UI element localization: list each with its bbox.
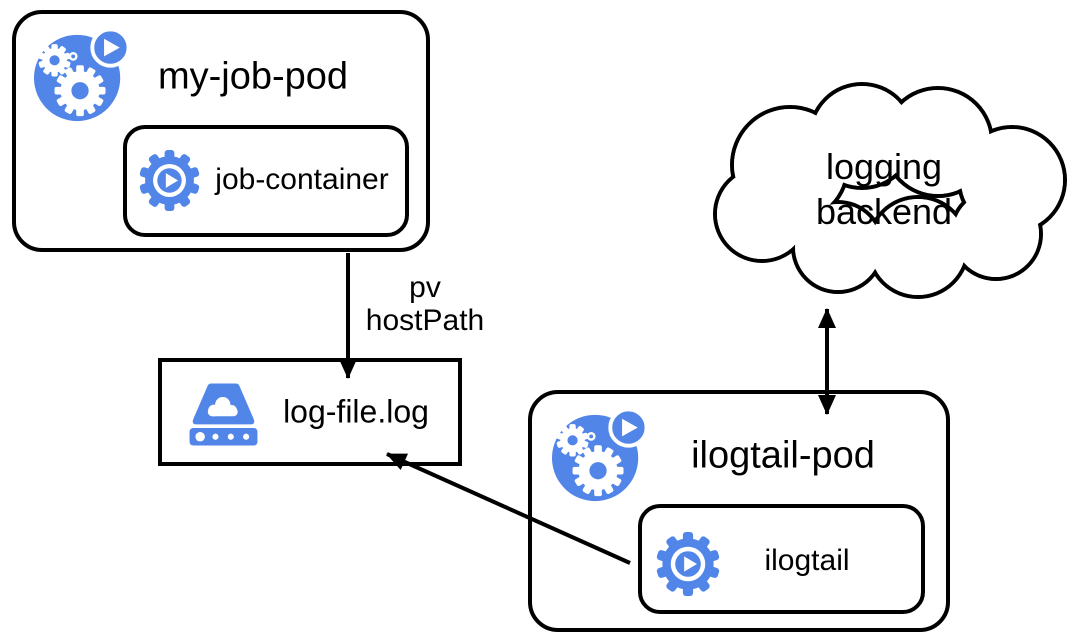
hostpath-label: hostPath	[365, 304, 485, 337]
logging-backend-line1: logging	[825, 146, 943, 187]
job-container-label: job-container	[215, 163, 389, 196]
log-file-label: log-file.log	[283, 393, 429, 430]
logging-backend-label: logging backend	[816, 144, 952, 234]
pv-hostpath-label: pv hostPath	[366, 271, 484, 337]
pv-label: pv	[409, 271, 441, 304]
logging-backend-line2: backend	[815, 191, 953, 232]
my-job-pod-title: my-job-pod	[157, 55, 349, 98]
ilogtail-container-label: ilogtail	[764, 544, 850, 577]
ilogtail-pod-title: ilogtail-pod	[691, 434, 875, 477]
